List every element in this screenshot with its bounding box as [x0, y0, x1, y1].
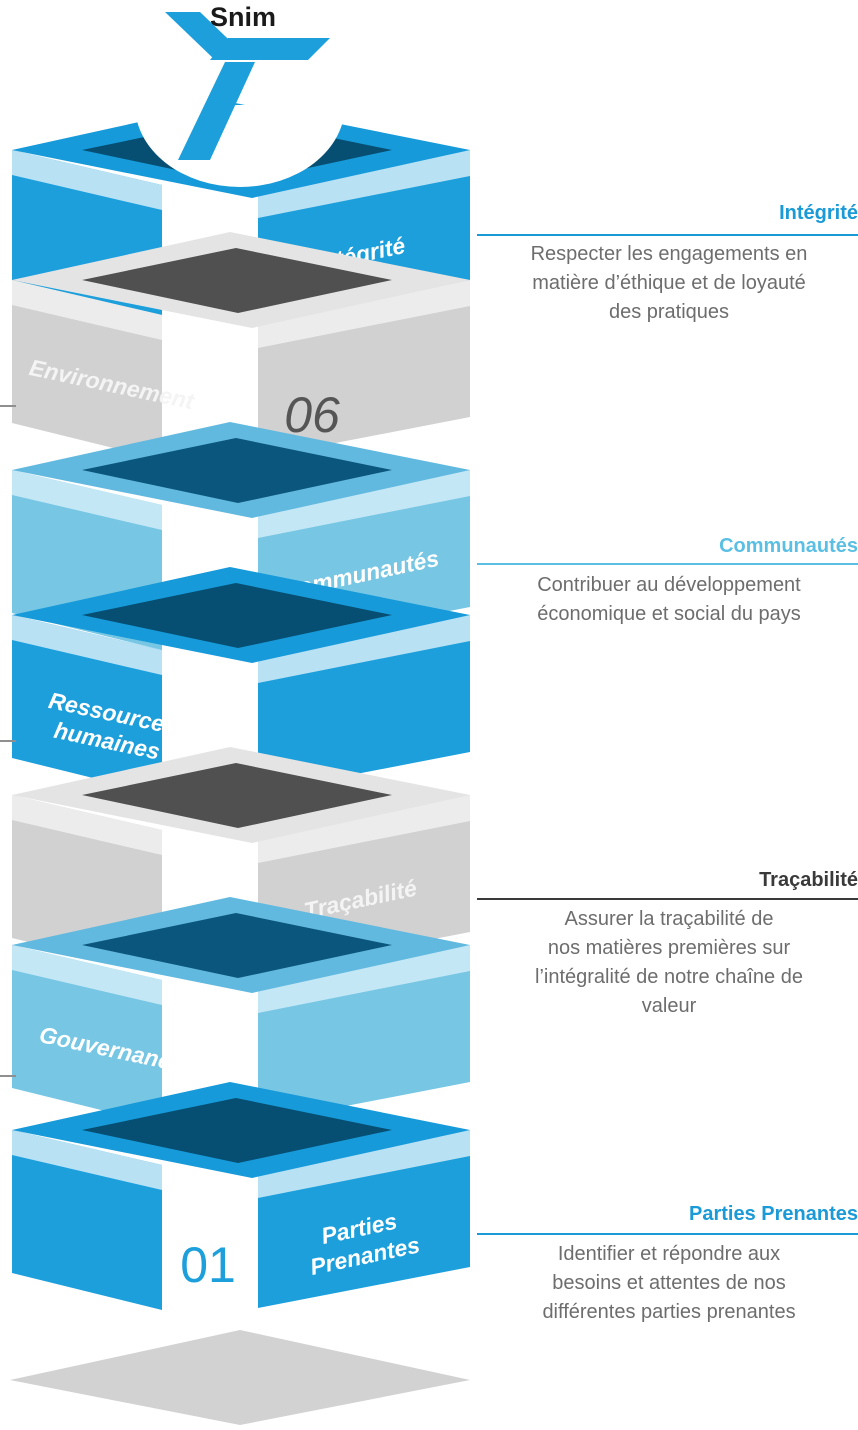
pillar-rule-tracabilite [477, 898, 858, 900]
pillar-desc-integrite: Respecter les engagements en matière d’é… [530, 243, 808, 323]
side-tick-environnement [0, 405, 16, 407]
pillar-title-parties-prenantes: Parties Prenantes [689, 1203, 858, 1225]
block-top-opening [82, 248, 392, 313]
block-center-strip [162, 1165, 258, 1310]
snim-logo-icon [135, 12, 345, 187]
block-top-opening [82, 583, 392, 648]
pillar-desc-parties-prenantes: Identifier et répondre aux besoins et at… [542, 1243, 796, 1323]
pillar-title-communautes: Communautés [719, 535, 858, 557]
block-number: 01 [180, 1237, 236, 1293]
tower-diagram: 07Intégrité06Environnement05Communautés0… [10, 12, 470, 1425]
pillar-title-tracabilite: Traçabilité [759, 869, 858, 891]
block-top-opening [82, 763, 392, 828]
tower-block-05: 05Communautés [12, 422, 470, 650]
pillar-rule-integrite [477, 234, 858, 236]
pillar-rule-communautes [477, 563, 858, 565]
block-top-opening [82, 438, 392, 503]
side-tick-ressources-humaines [0, 740, 16, 742]
pillar-desc-tracabilite: Assurer la traçabilité de nos matières p… [535, 908, 803, 1017]
side-tick-gouvernance [0, 1075, 16, 1077]
block-number: 06 [284, 387, 340, 443]
pillar-desc-communautes: Contribuer au développement économique e… [537, 574, 801, 625]
pillar-title-integrite: Intégrité [779, 202, 858, 224]
pillar-rule-parties-prenantes [477, 1233, 858, 1235]
brand-name: Snim [210, 2, 277, 32]
block-top-opening [82, 913, 392, 978]
tower-base [10, 1330, 470, 1425]
block-top-opening [82, 1098, 392, 1163]
